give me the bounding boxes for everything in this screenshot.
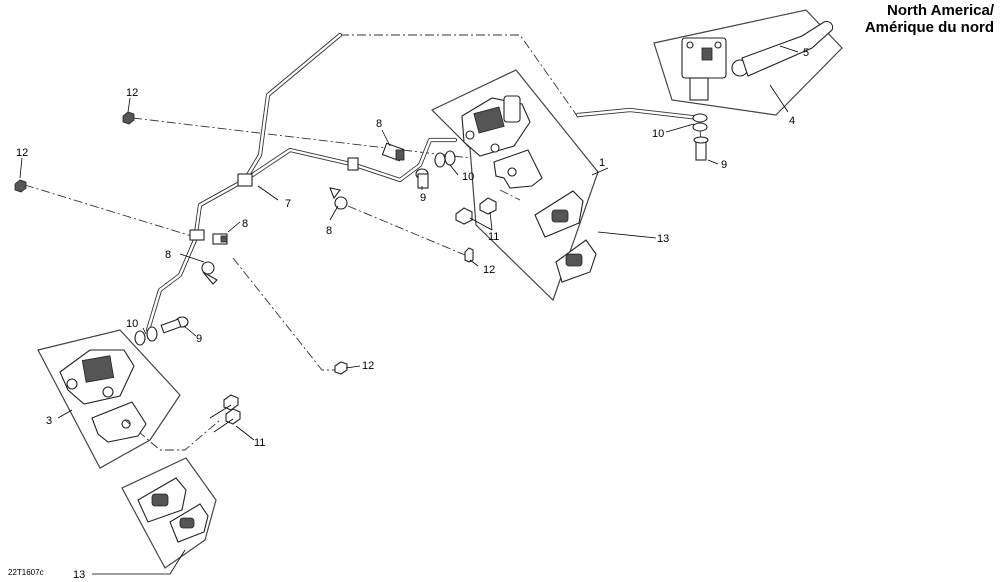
brake-hose-master (575, 107, 703, 121)
callout-13: 13 (73, 569, 85, 581)
callout-10: 10 (126, 318, 138, 330)
hose-bracket (189, 229, 205, 241)
hose-clip (329, 187, 348, 210)
callout-10: 10 (462, 171, 474, 183)
sealing-washer (692, 113, 708, 123)
assembly-line (340, 34, 581, 121)
callout-12: 12 (16, 147, 28, 159)
master-cylinder (681, 37, 749, 101)
hose-clip (201, 261, 218, 285)
rear-caliper (59, 349, 135, 405)
banjo-bolt (693, 136, 709, 161)
callout-11: 11 (488, 231, 499, 243)
master-cylinder-assembly-panel (653, 9, 843, 116)
callout-8: 8 (242, 218, 248, 230)
sealing-washer (134, 330, 146, 346)
callout-8: 8 (326, 225, 332, 237)
sealing-washer (692, 122, 708, 132)
hose-clip (212, 233, 228, 245)
callout-7: 7 (285, 198, 291, 210)
front-caliper-assembly-panel (430, 69, 599, 302)
assembly-line (132, 117, 471, 159)
banjo-bolt (415, 168, 429, 189)
bleeder-screw (14, 179, 27, 193)
sealing-washer (444, 150, 456, 166)
assembly-line (24, 184, 199, 239)
hose-junction (237, 173, 253, 187)
region-label-french: Amérique du nord (864, 19, 994, 36)
callout-8: 8 (376, 118, 382, 130)
callout-12: 12 (362, 360, 374, 372)
sealing-washer (146, 326, 158, 342)
sealing-washer (434, 152, 446, 168)
callout-11: 11 (254, 437, 265, 449)
callout-4: 4 (789, 115, 795, 127)
brake-pad-kit-panel (121, 457, 217, 569)
bleeder-screw (122, 111, 135, 125)
banjo-bolt (160, 316, 189, 334)
rear-brake-pad (169, 503, 209, 543)
rear-brake-pad (137, 477, 187, 523)
brake-hose-front (242, 137, 458, 183)
caliper-bolt (213, 408, 241, 433)
hose-clip (381, 142, 405, 162)
assembly-line (124, 419, 221, 451)
hose-bracket (347, 157, 359, 171)
callout-8: 8 (165, 249, 171, 261)
front-caliper-bracket (493, 149, 543, 189)
callout-1: 1 (599, 157, 605, 169)
rear-caliper-assembly-panel (37, 329, 181, 469)
bleeder-screw (464, 247, 474, 263)
front-caliper (461, 95, 531, 157)
front-brake-pad (534, 190, 584, 238)
region-label-english: North America/ (887, 2, 994, 19)
assembly-line (499, 189, 521, 201)
figure-id: 22T1607c (8, 568, 44, 577)
front-brake-pad (555, 239, 597, 283)
callout-10: 10 (652, 128, 664, 140)
region-label: North America/ Amérique du nord (865, 2, 994, 36)
callout-3: 3 (46, 415, 52, 427)
callout-12: 12 (483, 264, 495, 276)
callout-9: 9 (420, 192, 426, 204)
caliper-bolt (479, 197, 497, 215)
leader-lines (19, 45, 799, 575)
brake-hose-main (145, 32, 343, 333)
callout-13: 13 (657, 233, 669, 245)
assembly-line (699, 129, 703, 151)
rear-caliper-bracket (91, 401, 147, 443)
callout-9: 9 (196, 333, 202, 345)
callout-5: 5 (803, 47, 809, 59)
assembly-line (232, 257, 335, 371)
assembly-line (347, 205, 466, 256)
caliper-bolt (209, 394, 239, 419)
callout-12: 12 (126, 87, 138, 99)
callout-9: 9 (721, 159, 727, 171)
caliper-bolt (455, 207, 473, 225)
bleeder-screw (334, 361, 348, 375)
